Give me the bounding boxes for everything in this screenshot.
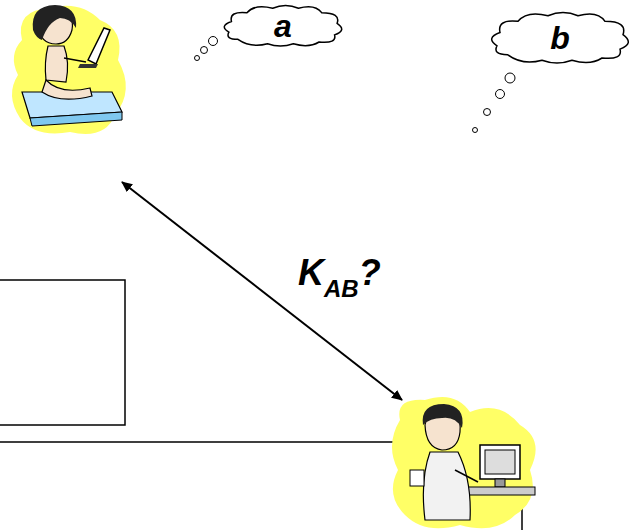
thought-text: b [550, 20, 570, 57]
key-text: K [298, 252, 324, 293]
empty-box [0, 442, 522, 530]
key-text: AB [324, 275, 359, 302]
key-label: KAB? [298, 252, 381, 294]
thought-cloud: a [216, 2, 350, 50]
thought-dot [484, 109, 491, 116]
thought-cloud: b [482, 8, 638, 68]
bob-illustration [392, 397, 536, 528]
key-text: ? [359, 252, 381, 293]
key-arrow [122, 182, 402, 400]
thought-dot [201, 47, 208, 54]
thought-dot [496, 90, 505, 99]
thought-dot [505, 73, 515, 83]
thought-dot [195, 56, 200, 61]
alice-illustration [12, 5, 126, 134]
thought-dot [209, 37, 218, 46]
empty-box [0, 280, 125, 425]
thought-text: a [274, 8, 292, 45]
thought-dot [473, 128, 478, 133]
